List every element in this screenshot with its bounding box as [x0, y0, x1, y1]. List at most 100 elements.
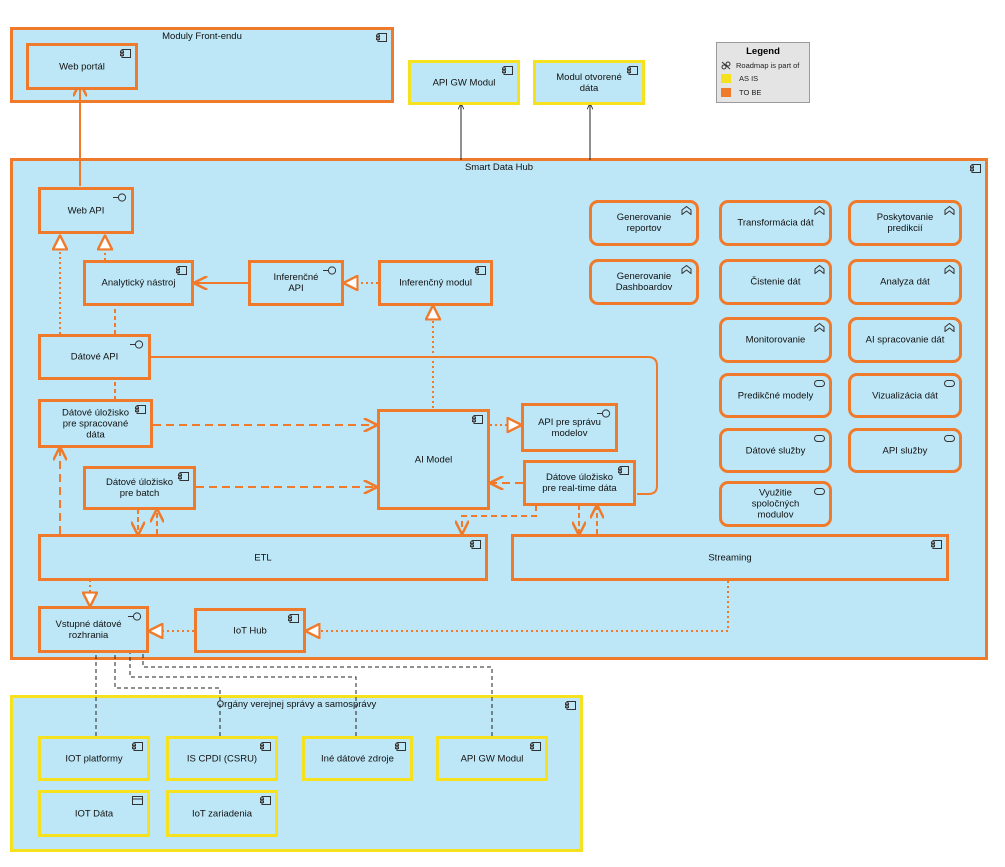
service-datove-sluzby[interactable]: Dátové služby	[719, 428, 832, 473]
function-analyza-dat[interactable]: Analyza dát	[848, 259, 962, 305]
function-icon	[944, 265, 955, 274]
label: IOT platformy	[65, 753, 123, 764]
component-icon	[475, 266, 486, 275]
module-web-portal[interactable]: Web portál	[26, 43, 138, 90]
module-streaming[interactable]: Streaming	[511, 534, 949, 581]
function-transformacia-dat[interactable]: Transformácia dát	[719, 200, 832, 246]
label: Web API	[67, 205, 105, 216]
interface-datove-api[interactable]: Dátové API	[38, 334, 151, 380]
service-icon	[944, 435, 955, 442]
function-monitorovanie[interactable]: Monitorovanie	[719, 317, 832, 363]
module-iot-platformy[interactable]: IOT platformy	[38, 736, 150, 781]
function-icon	[814, 206, 825, 215]
label: Dátové služby	[745, 445, 806, 456]
component-icon	[395, 742, 406, 751]
function-icon	[944, 323, 955, 332]
interface-vstupne-rozhrania[interactable]: Vstupné dátové rozhrania	[38, 606, 149, 653]
label: API pre správu modelov	[538, 416, 601, 439]
module-analyticky-nastroj[interactable]: Analytický nástroj	[83, 260, 194, 306]
label: Dátové úložisko pre batch	[105, 477, 174, 499]
module-is-cpdi[interactable]: IS CPDI (CSRU)	[166, 736, 278, 781]
function-generovanie-reportov[interactable]: Generovanie reportov	[589, 200, 699, 246]
component-icon	[472, 415, 483, 424]
label: API GW Modul	[460, 753, 524, 764]
group-frontend-title: Moduly Front-endu	[162, 31, 242, 42]
module-ai-model[interactable]: AI Model	[377, 409, 490, 510]
component-icon	[565, 701, 576, 710]
roadmap-icon	[721, 61, 731, 70]
label: Vizualizácia dát	[872, 390, 938, 401]
interface-icon	[113, 193, 127, 202]
module-ulozisko-batch[interactable]: Dátové úložisko pre batch	[83, 466, 196, 510]
label: Modul otvorené dáta	[556, 71, 622, 94]
label: Inferenčné API	[273, 272, 319, 294]
legend-title: Legend	[746, 46, 780, 57]
module-ulozisko-realtime[interactable]: Dátove úložisko pre real-time dáta	[523, 460, 636, 506]
label: Monitorovanie	[745, 334, 806, 346]
function-icon	[944, 206, 955, 215]
interface-icon	[128, 612, 142, 621]
label: Dátové úložisko pre spracované dáta	[61, 407, 130, 440]
interface-inferencne-api[interactable]: Inferenčné API	[248, 260, 344, 306]
label: Generovanie Dashboardov	[615, 271, 673, 293]
function-poskytovanie-predikcii[interactable]: Poskytovanie predikcií	[848, 200, 962, 246]
function-ai-spracovanie-dat[interactable]: AI spracovanie dát	[848, 317, 962, 363]
group-smart-data-hub[interactable]: Smart Data Hub	[10, 158, 988, 660]
label: API GW Modul	[432, 77, 496, 88]
component-icon	[178, 472, 189, 481]
module-api-gw-top[interactable]: API GW Modul	[408, 60, 520, 105]
function-icon	[681, 265, 692, 274]
legend-asis: AS IS	[739, 74, 759, 83]
module-inferencny-modul[interactable]: Inferenčný modul	[378, 260, 493, 306]
data-object-iot-data[interactable]: IOT Dáta	[38, 790, 150, 837]
service-vyuzitie-spolocnych-modulov[interactable]: Využitie spoločných modulov	[719, 481, 832, 527]
component-icon	[627, 66, 638, 75]
component-icon	[931, 540, 942, 549]
label: Analyza dát	[880, 276, 930, 288]
label: Analytický nástroj	[101, 277, 176, 289]
component-icon	[260, 742, 271, 751]
label: Dátové API	[70, 351, 119, 363]
label: IoT zariadenia	[191, 808, 253, 819]
service-predikcne-modely[interactable]: Predikčné modely	[719, 373, 832, 418]
function-generovanie-dashboardov[interactable]: Generovanie Dashboardov	[589, 259, 699, 305]
service-vizualizacia-dat[interactable]: Vizualizácia dát	[848, 373, 962, 418]
interface-web-api[interactable]: Web API	[38, 187, 134, 234]
service-icon	[944, 380, 955, 387]
module-open-data[interactable]: Modul otvorené dáta	[533, 60, 645, 105]
component-icon	[176, 266, 187, 275]
legend-roadmap: Roadmap is part of	[736, 61, 800, 70]
label: Transformácia dát	[737, 217, 814, 229]
service-icon	[814, 380, 825, 387]
data-object-icon	[132, 796, 143, 805]
label: Iné dátové zdroje	[321, 753, 394, 764]
module-etl[interactable]: ETL	[38, 534, 488, 581]
component-icon	[502, 66, 513, 75]
label: Poskytovanie predikcií	[876, 212, 934, 234]
interface-api-sprava-modelov[interactable]: API pre správu modelov	[521, 403, 618, 452]
component-icon	[376, 33, 387, 42]
module-iot-hub[interactable]: IoT Hub	[194, 608, 306, 653]
component-icon	[260, 796, 271, 805]
legend-tobe: TO BE	[739, 88, 762, 97]
component-icon	[135, 405, 146, 414]
label: IoT Hub	[233, 625, 267, 636]
function-icon	[814, 323, 825, 332]
component-icon	[132, 742, 143, 751]
label: Vstupné dátové rozhrania	[55, 618, 122, 641]
label: API služby	[882, 445, 928, 456]
label: Web portál	[59, 61, 105, 72]
component-icon	[288, 614, 299, 623]
label: Predikčné modely	[737, 390, 814, 401]
function-cistenie-dat[interactable]: Čistenie dát	[719, 259, 832, 305]
module-ine-datove-zdroje[interactable]: Iné dátové zdroje	[302, 736, 413, 781]
legend-asis-swatch	[721, 74, 731, 83]
group-organs-title: Orgány verejnej správy a samosprávy	[216, 699, 377, 710]
component-icon	[530, 742, 541, 751]
label: ETL	[254, 552, 272, 563]
interface-icon	[597, 409, 611, 418]
module-api-gw-bottom[interactable]: API GW Modul	[436, 736, 548, 781]
service-api-sluzby[interactable]: API služby	[848, 428, 962, 473]
module-iot-zariadenia[interactable]: IoT zariadenia	[166, 790, 278, 837]
module-ulozisko-spracovane[interactable]: Dátové úložisko pre spracované dáta	[38, 399, 153, 448]
